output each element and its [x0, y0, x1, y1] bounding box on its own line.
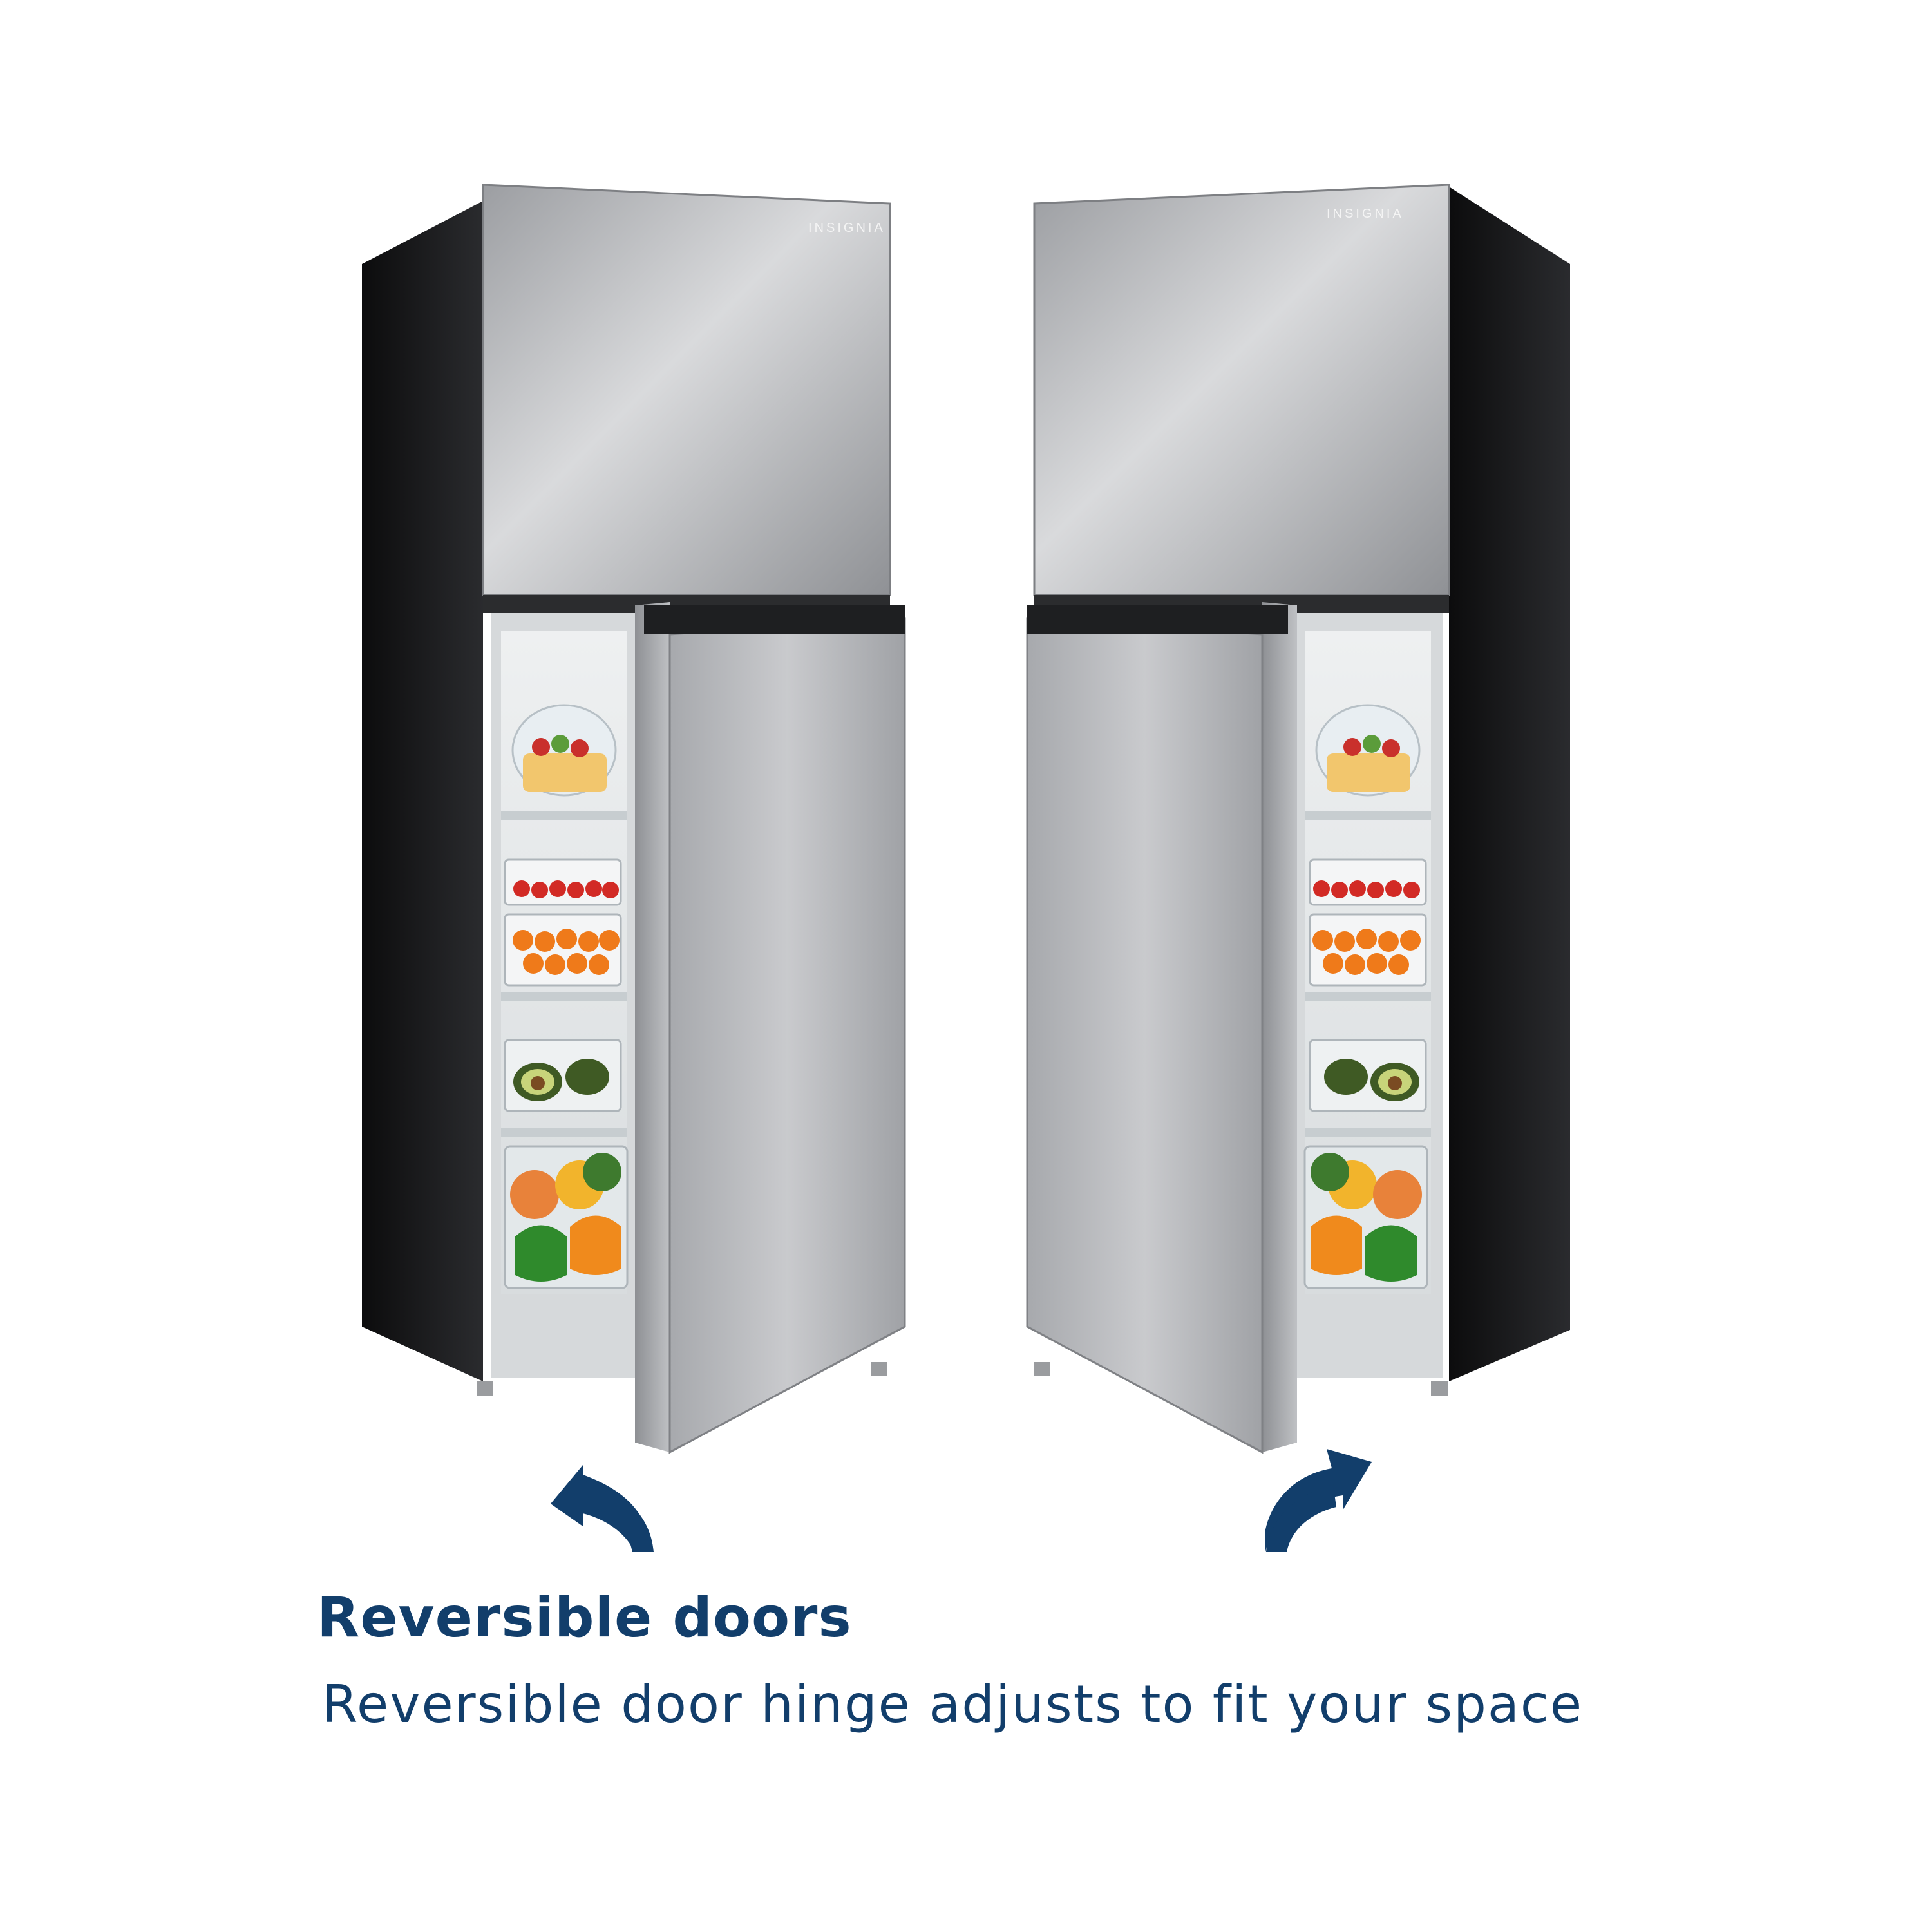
leveling-foot: [1431, 1381, 1448, 1396]
glass-shelf: [501, 1128, 627, 1137]
leveling-foot: [1034, 1362, 1050, 1376]
leveling-foot: [871, 1362, 887, 1376]
fridge-door-panel: [1026, 617, 1264, 1454]
brand-logo: INSIGNIA: [808, 221, 886, 235]
glass-shelf: [1305, 1128, 1431, 1137]
glass-shelf: [501, 992, 627, 1001]
subheadline: Reversible door hinge adjusts to fit you…: [322, 1674, 1584, 1734]
leveling-foot: [477, 1381, 493, 1396]
fridge-door-open: [1262, 602, 1297, 1452]
cake: [1327, 753, 1410, 792]
headline: Reversible doors: [317, 1586, 852, 1650]
cabinet-side: [362, 201, 483, 1381]
refrigerator-left: INSIGNIA: [362, 184, 906, 1454]
freezer-door: [1033, 184, 1450, 596]
fridge-door-panel: [668, 617, 906, 1454]
glass-shelf: [1305, 992, 1431, 1001]
brand-logo: INSIGNIA: [1327, 207, 1404, 221]
fridge-door-open: [635, 602, 670, 1452]
refrigerator-right: INSIGNIA: [1026, 184, 1570, 1454]
cake: [523, 753, 607, 792]
freezer-door: [482, 184, 891, 596]
glass-shelf: [501, 811, 627, 820]
arrow-body-right: [1266, 1484, 1336, 1552]
arrow-body-left: [586, 1481, 654, 1552]
glass-shelf: [1305, 811, 1431, 820]
cabinet-side: [1449, 187, 1570, 1381]
